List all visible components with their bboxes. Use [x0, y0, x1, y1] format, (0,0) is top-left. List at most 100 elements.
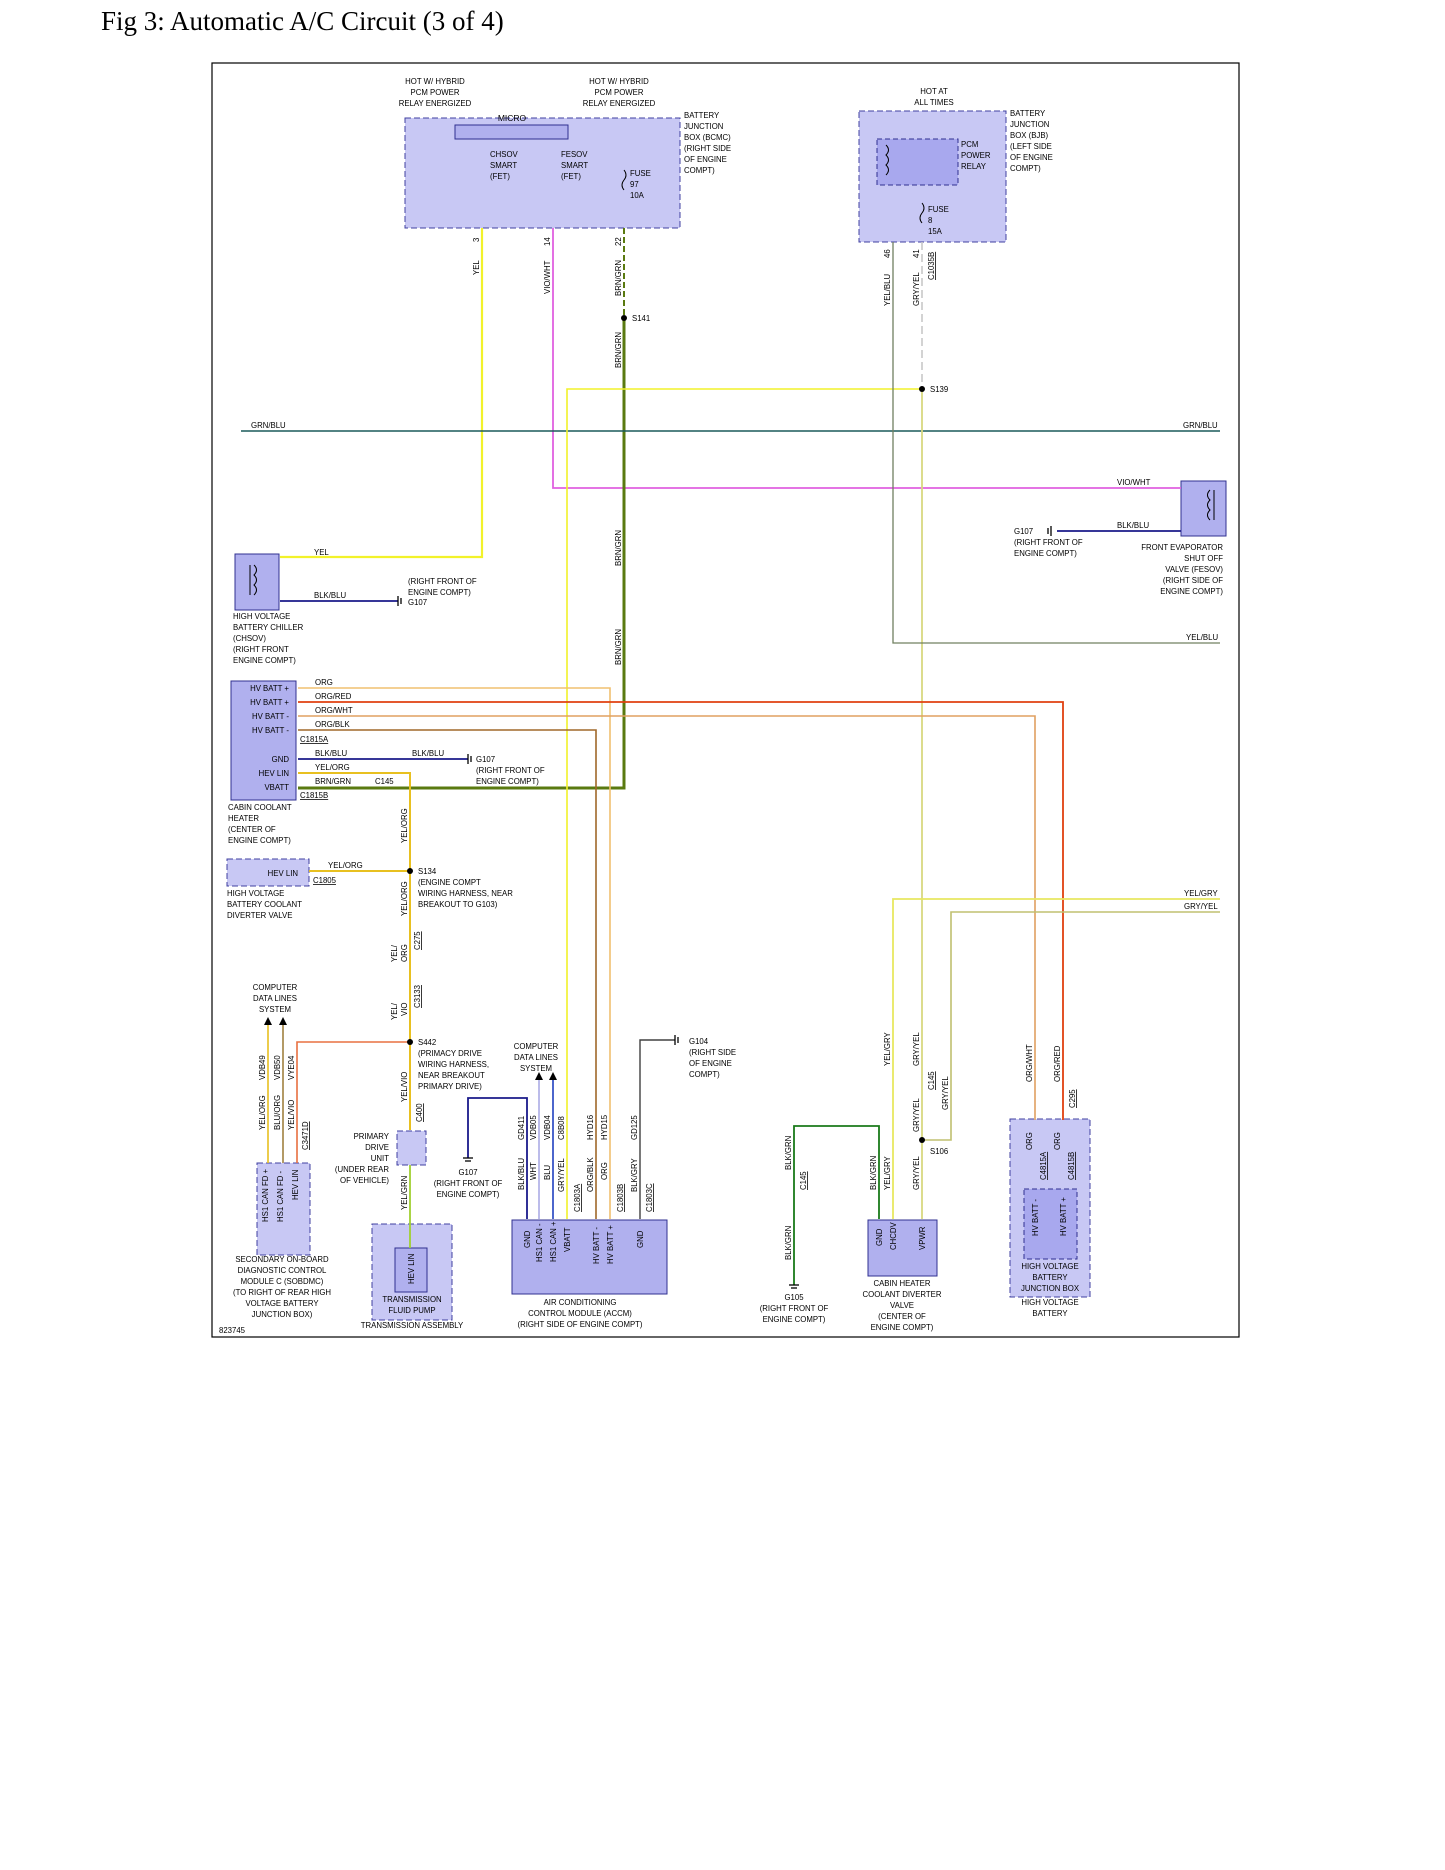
- wire-gry-yel-2: [922, 911, 1220, 1141]
- label-blu: BLU: [543, 1164, 552, 1180]
- fuse-icon: [621, 169, 925, 224]
- svg-text:COMPT): COMPT): [684, 166, 715, 175]
- hot-hybrid-1-l1: HOT W/ HYBRID: [405, 77, 465, 86]
- hot-all-l2: ALL TIMES: [914, 98, 953, 107]
- svg-text:(RIGHT SIDE: (RIGHT SIDE: [689, 1048, 736, 1057]
- svg-text:ENGINE COMPT): ENGINE COMPT): [476, 777, 539, 786]
- fuse97-l2: 97: [630, 180, 639, 189]
- hot-all-l1: HOT AT: [920, 87, 948, 96]
- label-vio-wht-h: VIO/WHT: [1117, 478, 1151, 487]
- diagram-id: 823745: [219, 1326, 246, 1335]
- pcm-relay-l2: POWER: [961, 151, 991, 160]
- splice-s141-label: S141: [632, 314, 650, 323]
- svg-text:G105: G105: [784, 1293, 804, 1302]
- label-yel-gry-v: YEL/GRY: [883, 1032, 892, 1066]
- hvbjb-pin-2: HV BATT +: [1059, 1197, 1068, 1236]
- label-yel-vio-pdu: YEL/VIO: [400, 1072, 409, 1102]
- svg-text:CABIN COOLANT: CABIN COOLANT: [228, 803, 292, 812]
- wire-yel-org: [298, 772, 411, 1130]
- label-yel: YEL: [472, 260, 481, 275]
- svg-text:(CENTER OF: (CENTER OF: [228, 825, 276, 834]
- label-vdb49: VDB49: [258, 1055, 267, 1080]
- svg-text:OF ENGINE: OF ENGINE: [689, 1059, 732, 1068]
- svg-text:(RIGHT FRONT OF: (RIGHT FRONT OF: [760, 1304, 829, 1313]
- hot-hybrid-2-l2: PCM POWER: [595, 88, 644, 97]
- svg-text:CONTROL MODULE (ACCM): CONTROL MODULE (ACCM): [528, 1309, 632, 1318]
- cch-label: CABIN COOLANT HEATER (CENTER OF ENGINE C…: [228, 803, 292, 845]
- splice-s442-label: S442: [418, 1038, 436, 1047]
- fuse8-l2: 8: [928, 216, 932, 225]
- svg-text:PRIMARY: PRIMARY: [354, 1132, 390, 1141]
- label-org-hv1: ORG: [1025, 1132, 1034, 1150]
- svg-text:BATTERY COOLANT: BATTERY COOLANT: [227, 900, 302, 909]
- sobdmc-pin-2: HS1 CAN FD -: [276, 1170, 285, 1222]
- label-blk-grn-chcdv: BLK/GRN: [869, 1156, 878, 1190]
- splice-s442: [407, 1039, 413, 1045]
- connector-c1035b: C1035B: [927, 252, 936, 280]
- label-gry-yel-v3: GRY/YEL: [941, 1076, 950, 1110]
- svg-text:(RIGHT SIDE OF ENGINE COMPT): (RIGHT SIDE OF ENGINE COMPT): [517, 1320, 642, 1329]
- chcdv-pins: GND CHCDV VPWR: [875, 1221, 927, 1250]
- wire-yel-vio: [296, 1041, 410, 1163]
- svg-text:BREAKOUT TO G103): BREAKOUT TO G103): [418, 900, 498, 909]
- svg-text:G107: G107: [476, 755, 495, 764]
- svg-text:DATA LINES: DATA LINES: [253, 994, 297, 1003]
- wire-org-1: [298, 687, 611, 1219]
- g107-fesov-label: G107 (RIGHT FRONT OF ENGINE COMPT): [1014, 527, 1083, 558]
- svg-text:BATTERY: BATTERY: [1032, 1273, 1068, 1282]
- svg-text:(CHSOV): (CHSOV): [233, 634, 266, 643]
- svg-text:G107: G107: [1014, 527, 1033, 536]
- label-gd125: GD125: [630, 1115, 639, 1140]
- splice-s139-label: S139: [930, 385, 948, 394]
- hot-hybrid-2-l1: HOT W/ HYBRID: [589, 77, 649, 86]
- connector-c1815b: C1815B: [300, 791, 328, 800]
- svg-text:G104: G104: [689, 1037, 709, 1046]
- svg-text:(LEFT SIDE: (LEFT SIDE: [1010, 142, 1052, 151]
- fuse97-l1: FUSE: [630, 169, 651, 178]
- svg-text:VBATT: VBATT: [563, 1227, 572, 1252]
- connector-c295: C295: [1068, 1089, 1077, 1108]
- label-blk-blu-chsov: BLK/BLU: [314, 591, 346, 600]
- diverter-hev-lin: HEV LIN: [268, 869, 298, 878]
- fuse8-l1: FUSE: [928, 205, 949, 214]
- label-blk-gry: BLK/GRY: [630, 1158, 639, 1192]
- svg-text:(ENGINE COMPT: (ENGINE COMPT: [418, 878, 481, 887]
- svg-text:COMPT): COMPT): [689, 1070, 720, 1079]
- splice-s106: [919, 1137, 925, 1143]
- svg-text:SECONDARY ON-BOARD: SECONDARY ON-BOARD: [235, 1255, 329, 1264]
- svg-text:PRIMARY DRIVE): PRIMARY DRIVE): [418, 1082, 482, 1091]
- hvbjb-pin-1: HV BATT -: [1031, 1199, 1040, 1236]
- wire-brn-grn: [298, 318, 626, 790]
- connector-c275: C275: [413, 931, 422, 950]
- pdu-box: [396, 1130, 427, 1166]
- pin-41: 41: [912, 249, 921, 258]
- svg-text:(RIGHT SIDE OF: (RIGHT SIDE OF: [1163, 576, 1223, 585]
- pin-14: 14: [543, 237, 552, 246]
- label-org: ORG: [315, 678, 333, 687]
- svg-text:MODULE C (SOBDMC): MODULE C (SOBDMC): [241, 1277, 324, 1286]
- svg-text:ENGINE COMPT): ENGINE COMPT): [228, 836, 291, 845]
- svg-text:HIGH VOLTAGE: HIGH VOLTAGE: [1021, 1262, 1078, 1271]
- label-vye04: VYE04: [287, 1055, 296, 1080]
- hot-hybrid-1-l2: PCM POWER: [411, 88, 460, 97]
- connector-c1815a: C1815A: [300, 735, 329, 744]
- arrow-up-icon: [264, 1017, 557, 1080]
- svg-text:GND: GND: [272, 755, 290, 764]
- fesov-label: FRONT EVAPORATOR SHUT OFF VALVE (FESOV) …: [1141, 543, 1223, 596]
- label-blk-grn-1: BLK/GRN: [784, 1136, 793, 1170]
- fesov-box: [1180, 480, 1227, 537]
- svg-text:BATTERY: BATTERY: [1032, 1309, 1068, 1318]
- connector-c1805: C1805: [313, 876, 337, 885]
- hvbjb-label: HIGH VOLTAGE BATTERY JUNCTION BOX: [1021, 1262, 1080, 1293]
- svg-text:JUNCTION: JUNCTION: [1010, 120, 1049, 129]
- label-gry-yel-v: GRY/YEL: [912, 272, 921, 306]
- label-org-blk: ORG/BLK: [315, 720, 350, 729]
- diagram-frame: [211, 62, 1240, 1338]
- connector-c4815a: C4815A: [1039, 1151, 1048, 1180]
- label-c8b08: C8B08: [557, 1116, 566, 1140]
- svg-text:BOX (BCMC): BOX (BCMC): [684, 133, 731, 142]
- splice-s134: [407, 868, 413, 874]
- connector-c145-chcdv: C145: [927, 1071, 936, 1090]
- chsov-box: [234, 553, 280, 611]
- label-org-hv2: ORG: [1053, 1132, 1062, 1150]
